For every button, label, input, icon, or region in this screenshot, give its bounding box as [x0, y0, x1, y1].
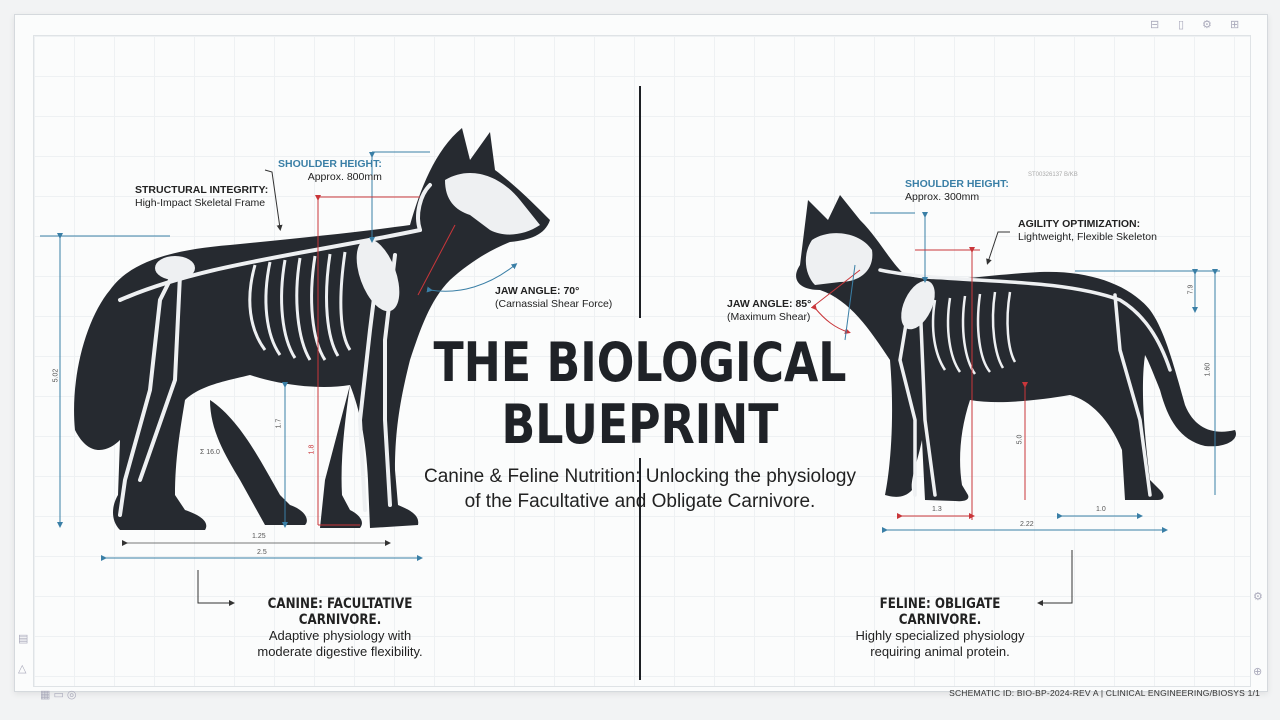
canine-shoulder-height-label: SHOULDER HEIGHT:Approx. 800mm — [278, 158, 382, 183]
dim-canine-height: 5.02 — [52, 368, 60, 383]
stamp-id: ST00326137 B/KB — [1028, 172, 1078, 178]
gear-icon: ⚙ — [1202, 19, 1212, 31]
schematic-footer: SCHEMATIC ID: BIO-BP-2024-REV A | CLINIC… — [949, 688, 1260, 698]
canine-jaw-angle-label: JAW ANGLE: 70°(Carnassial Shear Force) — [495, 285, 613, 310]
menu-icon: ▦ ▭ ◎ — [40, 689, 77, 701]
clipboard-icon: ▯ — [1178, 19, 1185, 31]
grid-icon: ⊞ — [1230, 19, 1240, 31]
dim-feline-span2: 2.22 — [1020, 521, 1034, 528]
dim-canine-span2: 2.5 — [257, 549, 267, 556]
dim-canine-span1: 1.25 — [252, 533, 266, 540]
dim-feline-height: 1.60 — [1204, 362, 1212, 377]
dim-feline-span3: 1.0 — [1096, 506, 1106, 513]
page-title-line1: THE BIOLOGICAL — [433, 331, 847, 394]
cat-skeleton-illustration — [796, 195, 1236, 502]
wolf-skeleton-illustration — [74, 128, 550, 530]
subtitle-line2: of the Facultative and Obligate Carnivor… — [464, 491, 816, 512]
dim-canine-leg2: 1.8 — [308, 444, 316, 455]
download-icon: ⊕ — [1253, 666, 1263, 678]
dim-feline-span1: 1.3 — [932, 506, 942, 513]
dim-canine-note: Σ 16.0 — [200, 449, 220, 456]
canine-structural-label: STRUCTURAL INTEGRITY:High-Impact Skeleta… — [135, 184, 269, 209]
feline-shoulder-height-label: SHOULDER HEIGHT:Approx. 300mm — [905, 178, 1009, 203]
settings-icon: ⚙ — [1253, 591, 1263, 603]
subtitle-line1: Canine & Feline Nutrition: Unlocking the… — [424, 466, 856, 487]
warning-icon: △ — [18, 663, 27, 675]
dim-feline-leg: 5.0 — [1016, 434, 1024, 445]
feline-agility-label: AGILITY OPTIMIZATION:Lightweight, Flexib… — [1018, 218, 1157, 243]
canine-caption: CANINE: FACULTATIVE CARNIVORE.Adaptive p… — [257, 596, 423, 659]
feline-caption: FELINE: OBLIGATE CARNIVORE.Highly specia… — [855, 596, 1025, 659]
layers-icon: ▤ — [18, 633, 29, 645]
center-divider-top — [639, 86, 641, 318]
center-divider-bottom — [639, 458, 641, 680]
page-title-line2: BLUEPRINT — [501, 393, 779, 456]
dim-canine-leg1: 1.7 — [275, 418, 283, 429]
dim-feline-back: 7.9 — [1187, 284, 1195, 295]
ruler-icon: ⊟ — [1150, 19, 1160, 31]
feline-jaw-angle-label: JAW ANGLE: 85°(Maximum Shear) — [727, 298, 812, 323]
